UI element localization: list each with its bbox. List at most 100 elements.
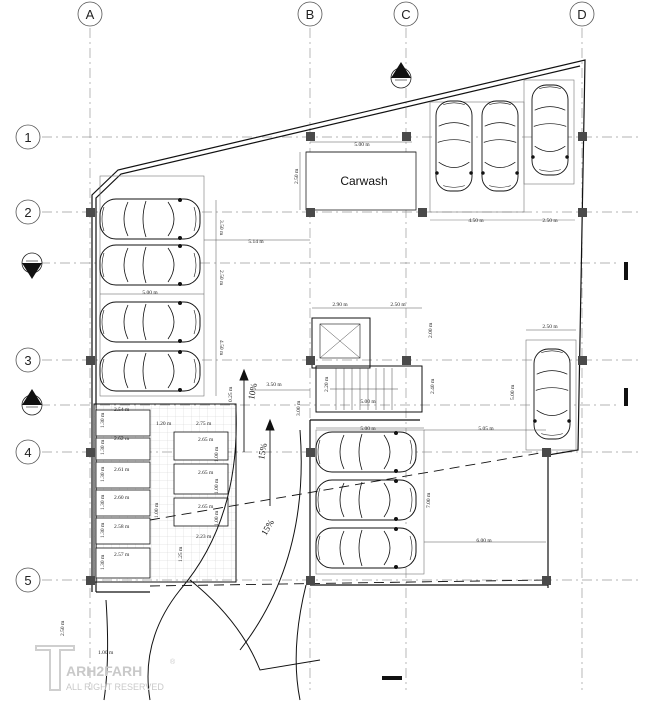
column-bubble-a: A	[77, 1, 103, 27]
store-125-label: 1.25 m	[178, 546, 184, 562]
core-200-dim: 2.00 m	[428, 322, 434, 338]
left-450-dim: 4.50 m	[218, 340, 224, 356]
right-250b-dim: 2.50 m	[542, 324, 558, 330]
right-600-dim: 6.00 m	[476, 538, 492, 544]
parked-car-left-3	[99, 300, 201, 344]
store-120-label: 1.20 m	[156, 421, 172, 427]
store-130a-label: 1.30 m	[100, 412, 106, 428]
left-514-dim: 5.14 m	[248, 239, 264, 245]
core-290-dim: 2.90 m	[332, 302, 348, 308]
parked-car-top-2	[480, 100, 520, 192]
store-257-label: 2.57 m	[114, 552, 130, 558]
core-500-dim: 5.00 m	[360, 399, 376, 405]
left-500-dim: 5.00 m	[142, 290, 158, 296]
parked-car-left-4	[99, 349, 201, 393]
section-marker-left-upper	[21, 252, 43, 279]
carwash-width-dim: 5.00 m	[354, 142, 370, 148]
column-bubble-b: B	[297, 1, 323, 27]
parked-car-left-1	[99, 197, 201, 241]
store-130d-label: 1.30 m	[100, 494, 106, 510]
parked-car-top-3	[530, 84, 570, 176]
row-bubble-1: 1	[15, 124, 41, 150]
core-300-dim: 3.00 m	[296, 400, 302, 416]
column-label-d: D	[577, 7, 586, 22]
watermark-rights: ALL RIGHT RESERVED	[66, 682, 164, 692]
watermark-brand: ARH2FARH	[66, 663, 142, 679]
column-label-a: A	[86, 7, 95, 22]
watermark-logo: ARH2FARH ® ALL RIGHT RESERVED	[35, 645, 176, 692]
column-bubble-d: D	[569, 1, 595, 27]
stair-core	[311, 317, 423, 413]
ramp-dashed-lines	[149, 451, 547, 587]
core-250-dim: 2.50 m	[390, 302, 406, 308]
store-254-label: 2.54 m	[114, 407, 130, 413]
store-130b-label: 1.30 m	[100, 439, 106, 455]
carwash-label: Carwash	[340, 174, 387, 188]
row-label-5: 5	[24, 573, 31, 588]
row-bubble-2: 2	[15, 199, 41, 225]
ramp-15-lower-label: 15%	[259, 517, 276, 537]
row-label-1: 1	[24, 130, 31, 145]
entry-250-dim: 2.50 m	[60, 620, 66, 636]
left-250-dim: 2.50 m	[218, 270, 224, 286]
row-bubble-4: 4	[15, 439, 41, 465]
stair-treads	[330, 368, 398, 410]
store-265b-label: 2.65 m	[198, 470, 214, 476]
store-223-label: 2.23 m	[196, 534, 212, 540]
right-505-dim: 5.05 m	[478, 426, 494, 432]
store-100b-label: 1.00 m	[214, 478, 220, 494]
column-bubble-c: C	[393, 1, 419, 27]
right-500-dim: 5.00 m	[510, 384, 516, 400]
carwash-height-dim: 2.50 m	[294, 168, 300, 184]
ramp-15-upper-label: 15%	[256, 442, 269, 460]
store-100c-label: 1.00 m	[214, 510, 220, 526]
core-025-dim: 0.25 m	[228, 386, 234, 402]
section-cut-mark-bottom	[382, 676, 402, 680]
row-label-2: 2	[24, 205, 31, 220]
store-130c-label: 1.30 m	[100, 466, 106, 482]
grid-lines	[40, 28, 640, 690]
column-label-c: C	[401, 7, 410, 22]
column-label-b: B	[306, 7, 315, 22]
store-130f-label: 1.30 m	[100, 554, 106, 570]
parked-car-right-low-1	[315, 430, 417, 474]
section-cut-mark-right-upper	[624, 262, 628, 280]
store-261-label: 2.61 m	[114, 467, 130, 473]
carwash-area: Carwash 5.00 m 2.50 m	[294, 141, 417, 211]
store-258-label: 2.58 m	[114, 524, 130, 530]
ramp-10-label: 10%	[246, 382, 259, 400]
core-220-dim: 2.20 m	[324, 376, 330, 392]
left-parking-frame	[99, 175, 205, 397]
section-marker-left-lower	[21, 389, 43, 416]
store-262-label: 2.62 m	[114, 436, 130, 442]
right-bay-25-dim: 2.50 m	[542, 218, 558, 224]
parked-car-left-2	[99, 243, 201, 287]
row-bubble-3: 3	[15, 347, 41, 373]
right-500b-dim: 5.00 m	[360, 426, 376, 432]
section-cut-mark-right-lower	[624, 388, 628, 406]
row-bubble-5: 5	[15, 567, 41, 593]
structural-columns	[86, 132, 587, 585]
section-marker-top	[390, 62, 412, 89]
watermark-registered: ®	[170, 658, 176, 666]
left-350-dim: 3.50 m	[218, 220, 224, 236]
store-275-label: 2.75 m	[196, 421, 212, 427]
parked-car-right-low-2	[315, 478, 417, 522]
store-100d-label: 1.00 m	[154, 502, 160, 518]
ramp-arrows	[239, 368, 275, 506]
entry-100-dim: 1.00 m	[98, 650, 114, 656]
storage-block	[93, 403, 237, 583]
right-bay-45-dim: 4.50 m	[468, 218, 484, 224]
row-label-3: 3	[24, 353, 31, 368]
store-130e-label: 1.30 m	[100, 522, 106, 538]
parked-car-top-1	[434, 100, 474, 192]
store-260-label: 2.60 m	[114, 495, 130, 501]
right-parking-frame	[429, 79, 575, 221]
store-265c-label: 2.65 m	[198, 504, 214, 510]
store-100a-label: 1.00 m	[214, 446, 220, 462]
right-700-dim: 7.00 m	[426, 492, 432, 508]
store-265a-label: 2.65 m	[198, 437, 214, 443]
parked-car-right-low-3	[315, 526, 417, 570]
core-240-dim: 2.40 m	[430, 378, 436, 394]
